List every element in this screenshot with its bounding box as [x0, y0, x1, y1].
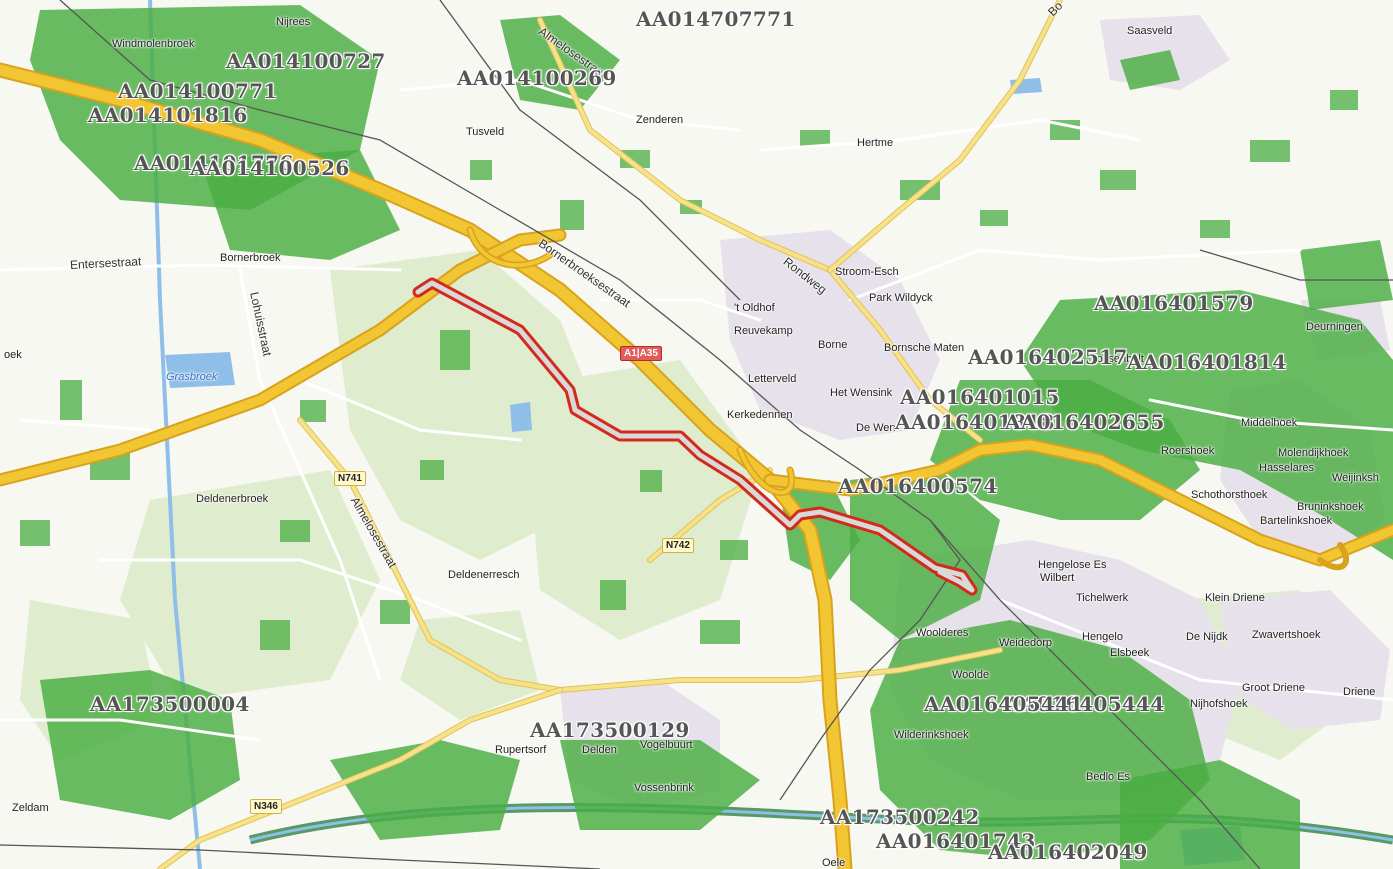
- place-label: Zeldam: [12, 802, 49, 814]
- parcel-id-label[interactable]: AA014707771: [636, 7, 796, 31]
- place-label: Rupertsorf: [495, 744, 547, 756]
- parcel-id-label[interactable]: AA016405444: [1005, 692, 1165, 716]
- place-label: Wilbert: [1040, 572, 1075, 584]
- place-label: Tichelwerk: [1076, 592, 1129, 604]
- minor-roads: [0, 78, 1393, 742]
- place-label: Deurningen: [1306, 321, 1363, 333]
- parcel-id-label[interactable]: AA016402517: [968, 345, 1128, 369]
- parcel-id-label[interactable]: AA016401818: [895, 410, 1055, 434]
- place-label: Hengelose Es: [1038, 559, 1107, 571]
- place-label: Wilderinkshoek: [894, 729, 969, 741]
- place-label: Grasbroek: [166, 371, 218, 383]
- place-label: Bedlo Es: [1086, 771, 1131, 783]
- place-label: Middelhoek: [1241, 417, 1298, 429]
- place-label: Delden: [582, 744, 617, 756]
- place-label: Oele: [822, 857, 846, 869]
- place-label: Schothorsthoek: [1191, 489, 1268, 501]
- place-label: Windmolenbroek: [112, 38, 195, 50]
- parcel-id-label[interactable]: AA014101816: [88, 103, 248, 127]
- parcel-id-label[interactable]: AA016400574: [838, 474, 998, 498]
- place-label: Bornerbroek: [220, 252, 281, 264]
- parcel-id-label[interactable]: AA014100771: [118, 79, 278, 103]
- place-label: Stroom-Esch: [835, 266, 899, 278]
- parcel-id-label[interactable]: AA173500004: [90, 692, 250, 716]
- place-label: Bornsche Maten: [884, 342, 965, 354]
- road-shield-a1-a35: A1|A35: [620, 346, 662, 361]
- parcel-id-label[interactable]: AA016401743: [876, 829, 1036, 853]
- parcel-id-label[interactable]: AA173500129: [530, 718, 690, 742]
- place-label: Zenderen: [636, 114, 684, 126]
- place-label: Hengelo: [1082, 631, 1123, 643]
- place-label: Kerkedennen: [727, 409, 793, 421]
- parcel-id-label[interactable]: AA014100727: [226, 49, 386, 73]
- place-label: Woolde: [952, 669, 990, 681]
- place-label: Letterveld: [748, 373, 797, 385]
- parcel-id-label[interactable]: AA016401814: [1127, 350, 1287, 374]
- place-label: Roershoek: [1161, 445, 1215, 457]
- place-label: Woolderes: [916, 627, 969, 639]
- place-label: Bartelinkshoek: [1260, 515, 1333, 527]
- place-label: Nijrees: [276, 16, 311, 28]
- place-label: Weidedorp: [999, 637, 1052, 649]
- parcel-id-label[interactable]: AA016402049: [988, 840, 1148, 864]
- place-label: Park Wildyck: [869, 292, 933, 304]
- parcel-id-label[interactable]: AA014100526: [190, 156, 350, 180]
- place-label: Hertme: [857, 137, 894, 149]
- parcel-id-label[interactable]: AA016401579: [1094, 291, 1254, 315]
- place-label: De Nijdk: [1186, 631, 1228, 643]
- parcel-id-label[interactable]: AA016402655: [1005, 410, 1165, 434]
- place-label: Vogelbuurt: [640, 739, 693, 751]
- place-label: Het Wensink: [830, 387, 893, 399]
- place-label: Elsbeek: [1110, 647, 1150, 659]
- place-label: Driene: [1343, 686, 1376, 698]
- parcel-id-label[interactable]: AA016401015: [900, 385, 1060, 409]
- route-corridor: [412, 277, 978, 596]
- parcel-id-label[interactable]: AA014101776: [134, 151, 294, 175]
- place-label: Nijhofshoek: [1190, 698, 1248, 710]
- place-label: Deldenerresch: [448, 569, 520, 581]
- place-label: Vossenbrink: [634, 782, 694, 794]
- place-label: Klein Driene: [1205, 592, 1265, 604]
- place-label: Saasveld: [1127, 25, 1173, 37]
- place-label: Weijinksh: [1332, 472, 1379, 484]
- place-label: oek: [4, 349, 22, 361]
- place-label: Zwavertshoek: [1252, 629, 1321, 641]
- road-shield-n346: N346: [250, 799, 282, 814]
- place-label: Groot Driene: [1242, 682, 1305, 694]
- street-label: Entersestraat: [69, 254, 142, 272]
- road-shield-n742: N742: [662, 538, 694, 553]
- place-label: Reuvekamp: [734, 325, 793, 337]
- place-label: Bruninkshoek: [1297, 501, 1364, 513]
- place-label: De Wen: [856, 422, 896, 434]
- place-label: Molendijkhoek: [1278, 447, 1349, 459]
- place-label: Deldenerbroek: [196, 493, 269, 505]
- place-label: Hasselares: [1259, 462, 1315, 474]
- parcel-id-label[interactable]: AA173500242: [820, 805, 980, 829]
- place-label: Borne: [818, 339, 848, 351]
- motorways: [0, 62, 1393, 869]
- road-shield-n741: N741: [334, 471, 366, 486]
- place-label: Tusveld: [466, 126, 505, 138]
- vegetation-small: [20, 90, 1358, 650]
- place-label: Vossenbelt: [1090, 353, 1144, 365]
- place-label: 't Oldhof: [734, 302, 775, 314]
- parcel-id-label[interactable]: AA014100269: [457, 66, 617, 90]
- parcel-id-label[interactable]: AA016405441: [924, 692, 1084, 716]
